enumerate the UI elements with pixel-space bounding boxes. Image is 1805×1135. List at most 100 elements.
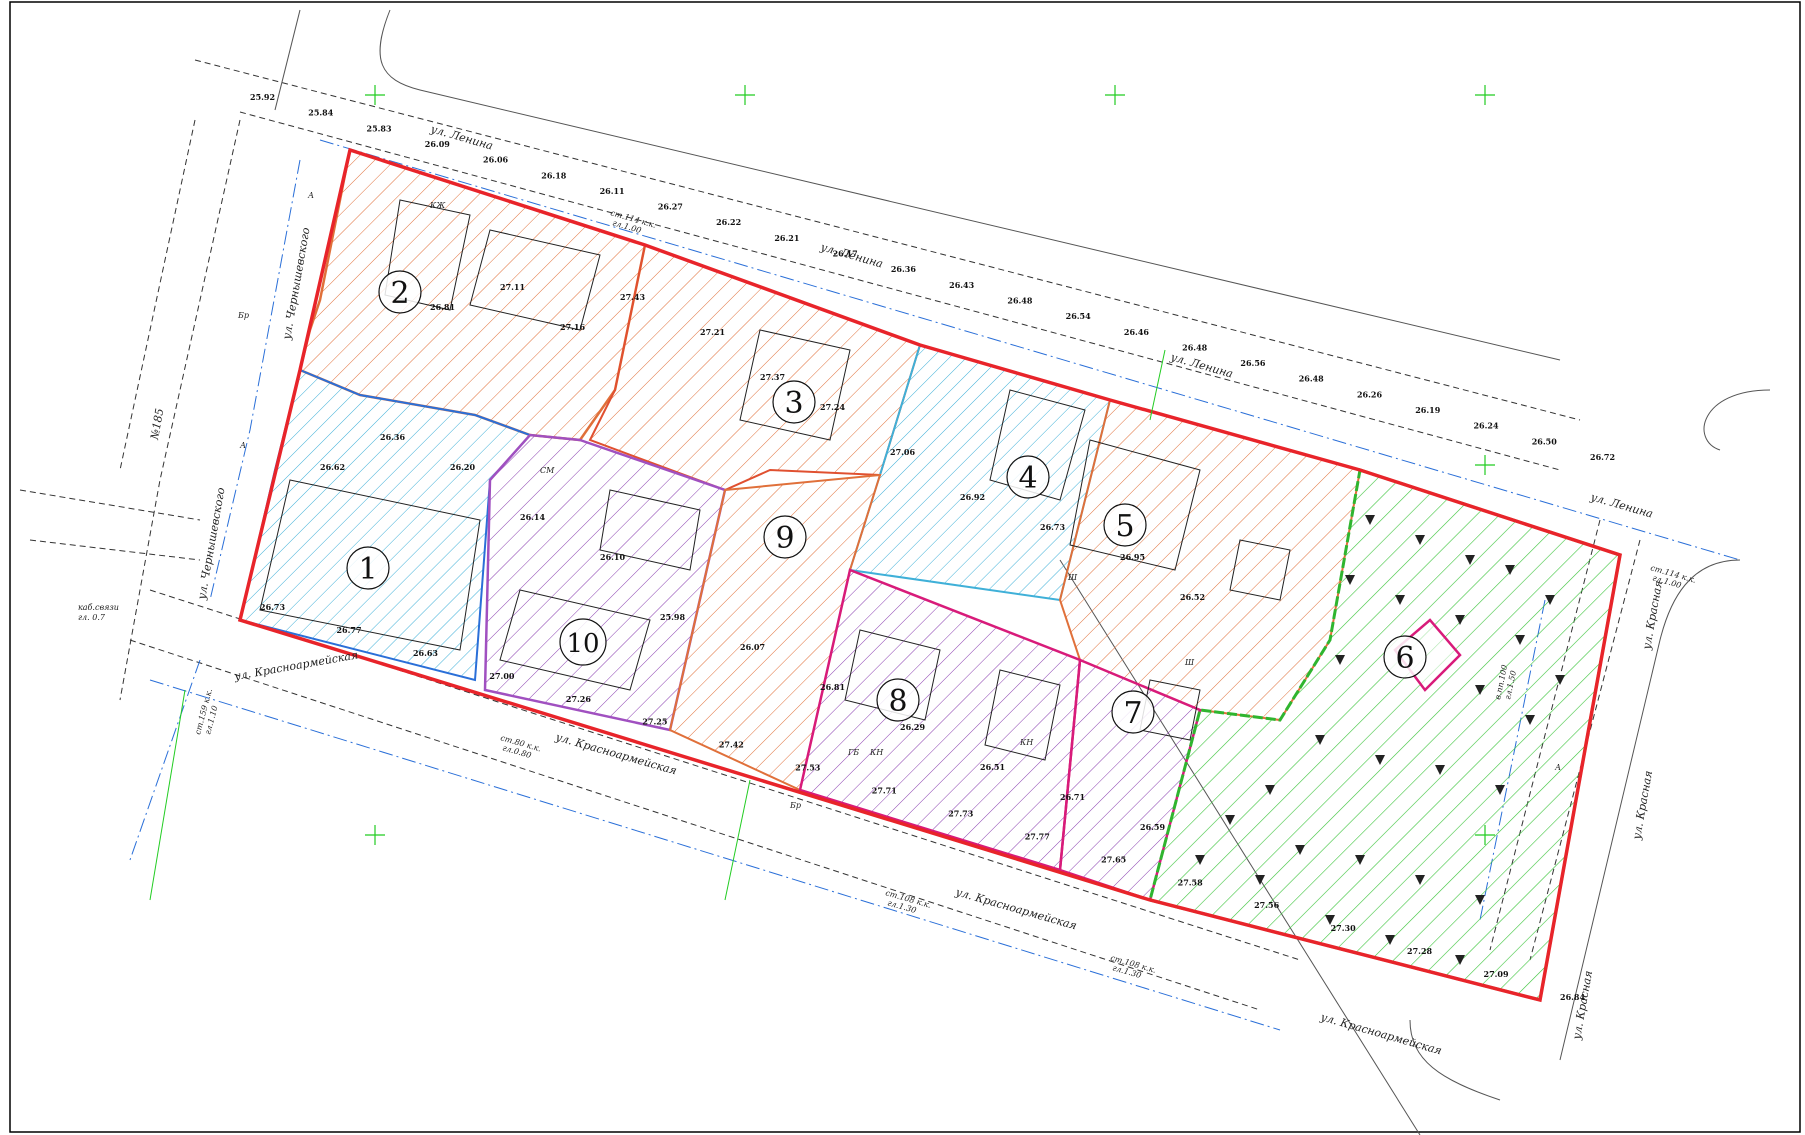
elevation-label: 26.09 bbox=[425, 139, 450, 149]
elevation-label: 27.26 bbox=[566, 694, 591, 704]
elevation-label: 26.29 bbox=[900, 722, 925, 732]
elevation-label: 26.17 bbox=[833, 249, 858, 259]
svg-text:9: 9 bbox=[775, 521, 794, 556]
elevation-label: 26.95 bbox=[1120, 552, 1145, 562]
elevation-label: 26.73 bbox=[1040, 522, 1065, 532]
elevation-label: 27.42 bbox=[719, 740, 744, 750]
tree-icon bbox=[1475, 685, 1485, 695]
elevation-label: 25.92 bbox=[250, 92, 275, 102]
tree-icon bbox=[1315, 735, 1325, 745]
tree-icon bbox=[1395, 595, 1405, 605]
svg-text:Бр: Бр bbox=[237, 311, 249, 320]
elevation-label: 26.92 bbox=[960, 492, 985, 502]
elevation-label: 25.98 bbox=[660, 612, 685, 622]
elevation-label: 27.09 bbox=[1484, 969, 1509, 979]
tree-icon bbox=[1325, 915, 1335, 925]
tree-icon bbox=[1375, 755, 1385, 765]
elevation-label: 27.65 bbox=[1101, 854, 1126, 864]
elevation-label: 26.24 bbox=[1473, 421, 1498, 431]
lot-8[interactable] bbox=[798, 568, 1082, 872]
tree-icon bbox=[1515, 635, 1525, 645]
street-krasnoarm-4: ул. Красноармейская bbox=[1318, 1010, 1443, 1057]
svg-text:10: 10 bbox=[566, 629, 599, 659]
elevation-label: 26.10 bbox=[600, 552, 625, 562]
tree-icon bbox=[1495, 785, 1505, 795]
tree-symbols bbox=[1195, 515, 1565, 965]
elevation-label: 27.25 bbox=[642, 717, 667, 727]
elevation-label: 27.56 bbox=[1254, 900, 1279, 910]
elevation-label: 26.07 bbox=[740, 642, 765, 652]
elevation-label: 26.11 bbox=[600, 186, 625, 196]
svg-text:Бр: Бр bbox=[789, 801, 801, 810]
elevation-label: 26.27 bbox=[658, 202, 683, 212]
elevation-label: 26.84 bbox=[1560, 992, 1585, 1002]
elevation-label: 27.21 bbox=[700, 327, 725, 337]
elevation-label: 27.00 bbox=[489, 671, 514, 681]
elevation-label: 26.19 bbox=[1415, 405, 1440, 415]
lot-3[interactable] bbox=[588, 243, 922, 492]
street-krasnaya-2: ул. Красная bbox=[1630, 770, 1655, 842]
tree-icon bbox=[1455, 615, 1465, 625]
svg-text:каб.связи: каб.связи bbox=[78, 603, 119, 612]
elevation-label: 25.83 bbox=[367, 123, 392, 133]
elevation-label: 27.71 bbox=[872, 786, 897, 796]
drawing-frame bbox=[9, 1, 1801, 1133]
elevation-label: 26.48 bbox=[1007, 295, 1032, 305]
tree-icon bbox=[1385, 935, 1395, 945]
elevation-label: 27.73 bbox=[948, 808, 973, 818]
lot-marker-9: 9 bbox=[763, 515, 807, 559]
lot-marker-8: 8 bbox=[876, 678, 920, 722]
tree-icon bbox=[1345, 575, 1355, 585]
elevation-label: 26.59 bbox=[1140, 822, 1165, 832]
svg-text:7: 7 bbox=[1123, 696, 1142, 731]
elevation-label: 26.36 bbox=[891, 264, 916, 274]
tree-icon bbox=[1545, 595, 1555, 605]
elevation-label: 26.56 bbox=[1240, 358, 1265, 368]
elevation-label: 26.81 bbox=[820, 682, 845, 692]
street-krasnoarm-1: ул. Красноармейская bbox=[232, 648, 359, 683]
site-boundary bbox=[237, 147, 1622, 1003]
svg-text:гл. 0.7: гл. 0.7 bbox=[78, 613, 106, 622]
svg-text:2: 2 bbox=[390, 276, 409, 311]
lot-marker-2: 2 bbox=[378, 270, 422, 314]
elevation-label: 26.62 bbox=[320, 462, 345, 472]
svg-text:А: А bbox=[307, 191, 314, 200]
tree-icon bbox=[1335, 655, 1345, 665]
elevation-label: 26.22 bbox=[716, 217, 741, 227]
elevation-label: 26.71 bbox=[1060, 792, 1085, 802]
elevation-label: 27.11 bbox=[500, 282, 525, 292]
lot-6[interactable] bbox=[1148, 468, 1622, 1002]
svg-text:4: 4 bbox=[1018, 461, 1037, 496]
street-lenina-3: ул. Ленина bbox=[1168, 350, 1234, 380]
tree-icon bbox=[1355, 855, 1365, 865]
elevation-label: 27.28 bbox=[1407, 946, 1432, 956]
building-number-label: №185 bbox=[148, 407, 166, 441]
svg-text:КН: КН bbox=[869, 748, 884, 757]
tree-icon bbox=[1295, 845, 1305, 855]
elevation-label: 27.43 bbox=[620, 292, 645, 302]
grid-crosses bbox=[365, 85, 1495, 845]
elevation-label: 27.30 bbox=[1331, 923, 1356, 933]
svg-text:Ш: Ш bbox=[1067, 573, 1078, 582]
svg-text:8: 8 bbox=[888, 684, 907, 719]
street-krasnaya-1: ул. Красная bbox=[1640, 580, 1665, 652]
elevation-label: 26.18 bbox=[541, 170, 566, 180]
svg-text:6: 6 bbox=[1395, 641, 1414, 676]
elevation-label: 26.14 bbox=[520, 512, 545, 522]
tree-icon bbox=[1555, 675, 1565, 685]
elevation-label: 26.36 bbox=[380, 432, 405, 442]
svg-text:Ш: Ш bbox=[1184, 658, 1195, 667]
tree-icon bbox=[1225, 815, 1235, 825]
tree-icon bbox=[1505, 565, 1515, 575]
elevation-label: 26.48 bbox=[1182, 342, 1207, 352]
elevation-label: 27.58 bbox=[1178, 877, 1203, 887]
elevation-label: 27.77 bbox=[1025, 831, 1050, 841]
tree-icon bbox=[1255, 875, 1265, 885]
svg-text:А: А bbox=[239, 441, 246, 450]
svg-text:А: А bbox=[1554, 763, 1561, 772]
tree-icon bbox=[1195, 855, 1205, 865]
tree-icon bbox=[1365, 515, 1375, 525]
tree-icon bbox=[1465, 555, 1475, 565]
elevation-label: 26.46 bbox=[1124, 327, 1149, 337]
tree-icon bbox=[1265, 785, 1275, 795]
